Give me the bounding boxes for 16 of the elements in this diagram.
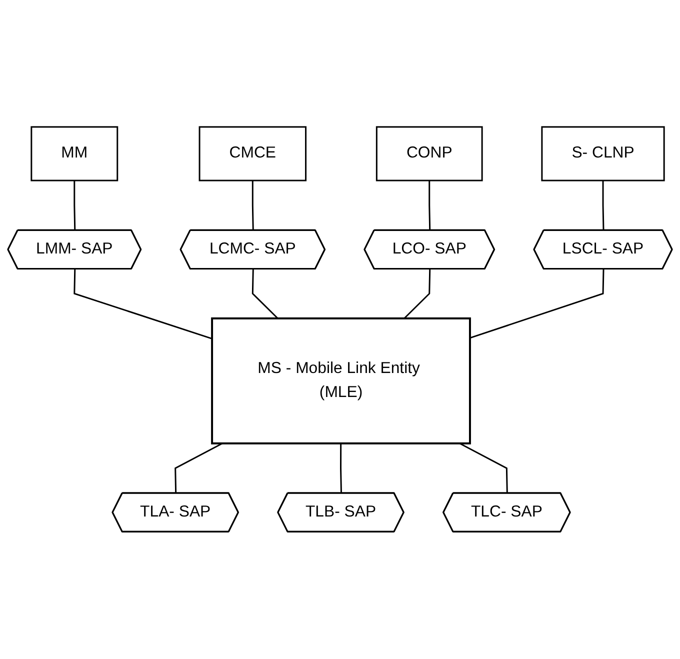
connector xyxy=(602,180,604,231)
connector xyxy=(74,269,212,340)
node-box: MS - Mobile Link Entity (MLE) xyxy=(211,318,471,445)
node-box: S- CLNP xyxy=(541,126,665,182)
connector xyxy=(252,269,278,320)
connector xyxy=(252,180,254,231)
connector xyxy=(74,180,76,231)
connector xyxy=(459,442,508,494)
connector xyxy=(404,269,431,320)
connector xyxy=(340,444,342,494)
node-box: MM xyxy=(30,126,118,182)
node-box: CMCE xyxy=(198,126,307,182)
connector xyxy=(428,180,431,231)
connector xyxy=(470,269,604,339)
connector xyxy=(174,442,223,494)
node-box: CONP xyxy=(376,126,483,182)
